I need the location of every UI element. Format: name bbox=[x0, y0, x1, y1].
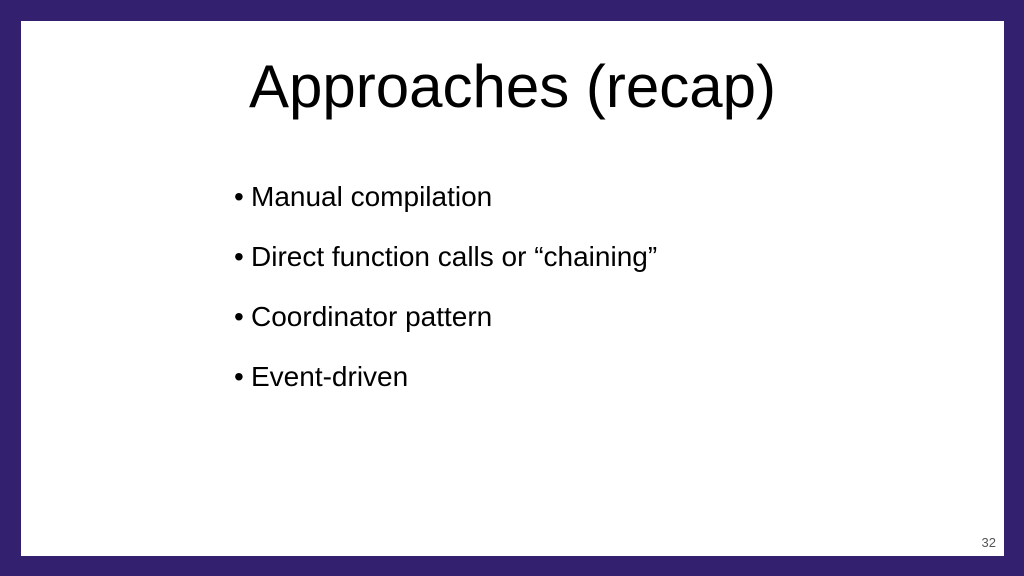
bullet-dot-icon: • bbox=[234, 181, 244, 212]
slide-title: Approaches (recap) bbox=[249, 53, 776, 120]
bullet-text: Manual compilation bbox=[251, 181, 493, 212]
bullet-dot-icon: • bbox=[234, 241, 244, 272]
bullet-item: •Event-driven bbox=[234, 359, 657, 419]
bullet-text: Event-driven bbox=[251, 361, 409, 392]
page-number: 32 bbox=[981, 535, 996, 550]
bullet-dot-icon: • bbox=[234, 361, 244, 392]
bullet-text: Coordinator pattern bbox=[251, 301, 493, 332]
bullet-item: •Coordinator pattern bbox=[234, 299, 657, 359]
slide-canvas: Approaches (recap) •Manual compilation •… bbox=[21, 21, 1004, 556]
bullet-item: •Direct function calls or “chaining” bbox=[234, 239, 657, 299]
bullet-item: •Manual compilation bbox=[234, 179, 657, 239]
bullet-list: •Manual compilation •Direct function cal… bbox=[234, 179, 657, 419]
bullet-dot-icon: • bbox=[234, 301, 244, 332]
bullet-text: Direct function calls or “chaining” bbox=[251, 241, 658, 272]
